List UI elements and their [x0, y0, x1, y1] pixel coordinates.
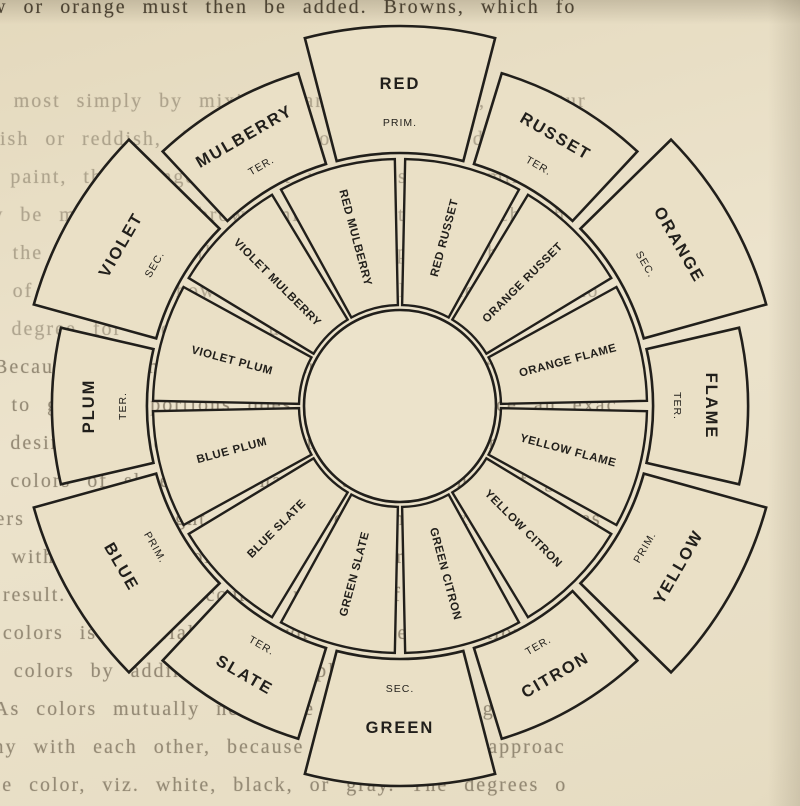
outer-wedge-russet	[472, 71, 640, 223]
red-name: RED	[380, 75, 421, 93]
showthrough-line: llow or orange must then be added. Brown…	[0, 0, 577, 18]
outer-wedge-plum	[50, 326, 156, 486]
inner-wedge-orange-flame	[486, 285, 649, 406]
outer-wedge-citron	[472, 589, 640, 741]
inner-wedge-orange-russet	[450, 193, 613, 356]
inner-wedge-yellow-citron	[450, 456, 613, 619]
plum-degree-label: TER.	[117, 392, 129, 420]
outer-wedge-mulberry	[160, 71, 328, 223]
wheel-center-circle	[302, 308, 498, 504]
flame-degree-label: TER.	[671, 392, 683, 420]
inner-wedge-blue-plum	[151, 406, 314, 527]
outer-wedge-slate	[160, 589, 328, 741]
inner-wedge-green-citron	[400, 492, 521, 655]
inner-wedge-red-russet	[400, 157, 521, 320]
outer-wedge-green	[303, 649, 497, 788]
outer-wedge-violet	[32, 137, 222, 340]
inner-wedge-violet-mulberry	[187, 193, 350, 356]
flame-name: FLAME	[702, 373, 720, 440]
green-name: GREEN	[366, 719, 435, 737]
inner-wedge-yellow-flame	[486, 406, 649, 527]
outer-wedge-red	[303, 24, 497, 163]
outer-wedge-flame	[644, 326, 750, 486]
red-degree-label: PRIM.	[383, 117, 417, 129]
outer-wedge-orange	[578, 137, 768, 340]
outer-wedge-yellow	[578, 472, 768, 675]
inner-wedge-green-slate	[279, 492, 400, 655]
inner-wedge-blue-slate	[187, 456, 350, 619]
outer-wedge-blue	[32, 472, 222, 675]
inner-wedge-red-mulberry	[279, 157, 400, 320]
green-degree-label: SEC.	[386, 683, 415, 695]
plum-name: PLUM	[80, 379, 98, 434]
inner-wedge-violet-plum	[151, 285, 314, 406]
